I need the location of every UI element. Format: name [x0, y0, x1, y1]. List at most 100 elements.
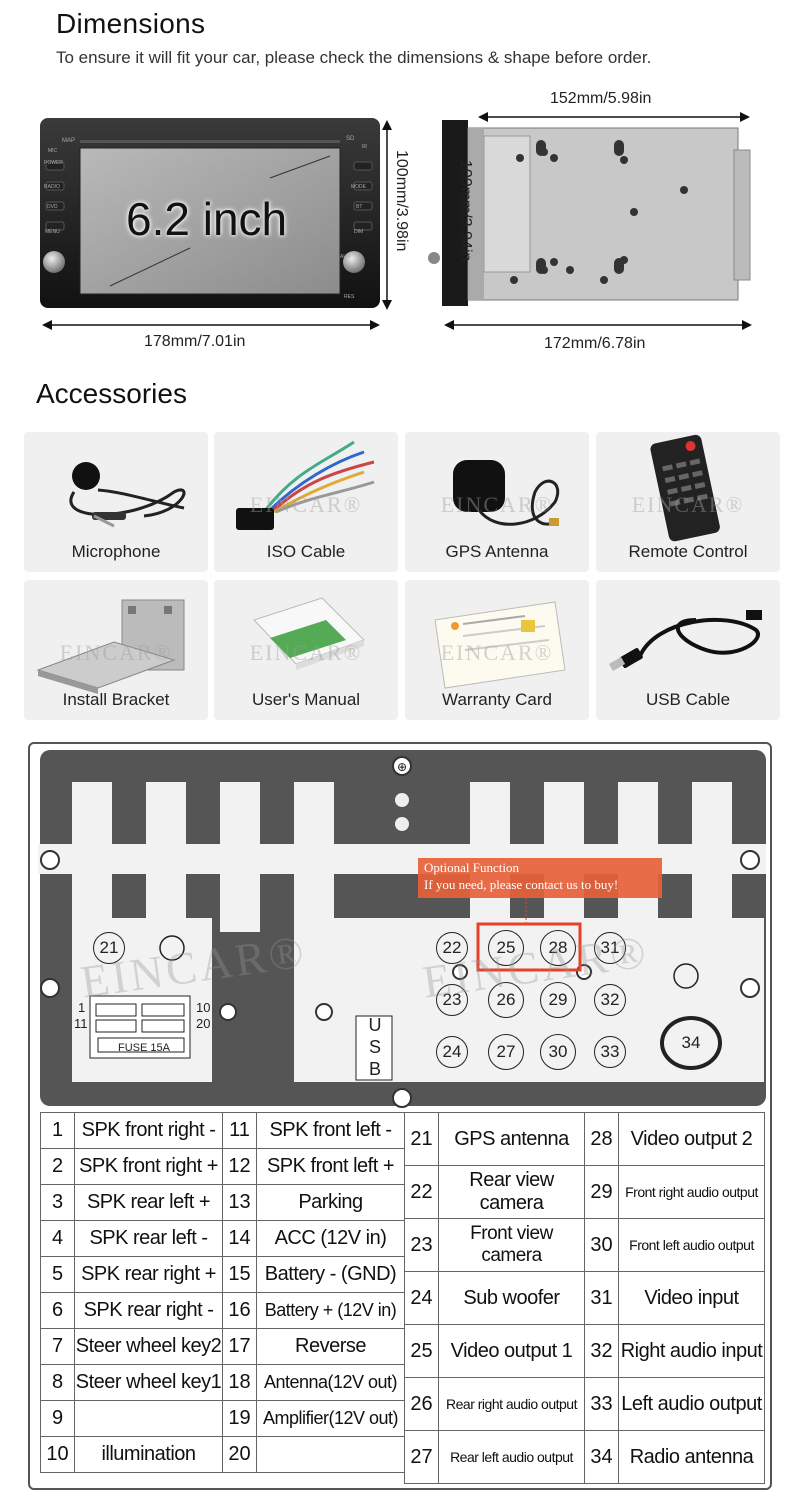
accessory-label: USB Cable	[645, 690, 731, 709]
svg-text:MODE: MODE	[351, 184, 367, 190]
accessory-label: Remote Control	[628, 542, 748, 561]
front-width-label: 178mm/7.01in	[144, 333, 246, 350]
front-height-label: 100mm/3.98in	[393, 150, 410, 252]
port-22: 22	[436, 932, 468, 964]
accessory-microphone: Microphone	[24, 432, 208, 572]
accessory-users-manual: EINCAR® User's Manual	[214, 580, 398, 720]
side-bottom-width-arrow	[444, 320, 752, 330]
port-30: 30	[540, 1034, 576, 1070]
svg-text:RES: RES	[344, 294, 355, 300]
svg-text:DIM: DIM	[354, 229, 363, 235]
front-width-arrow	[42, 320, 380, 330]
front-view-illustration: MAP MIC POWER RADIO DVD MENU SD IR MODE …	[40, 118, 380, 308]
accessory-label: Microphone	[71, 542, 161, 561]
btn-label-map: MAP	[62, 138, 75, 144]
dimensions-subtitle: To ensure it will fit your car, please c…	[56, 48, 652, 67]
accessory-remote-control: EINCAR® Remote Control	[596, 432, 780, 572]
rear-panel-drawing: ⊕	[38, 756, 766, 1108]
iso-cable-icon	[236, 440, 375, 530]
connector-pin-20: 20	[196, 1016, 211, 1031]
connector-pin-11: 11	[74, 1016, 88, 1031]
accessory-warranty-card: EINCAR® Warranty Card	[405, 580, 589, 720]
screen-size-label: 6.2 inch	[126, 193, 288, 245]
watermark: EINCAR®	[249, 492, 363, 517]
port-23: 23	[436, 984, 468, 1016]
watermark: EINCAR®	[631, 492, 745, 517]
svg-text:BT: BT	[356, 204, 362, 210]
port-33: 33	[594, 1036, 626, 1068]
fuse-label: FUSE 15A	[118, 1042, 170, 1054]
accessory-label: ISO Cable	[266, 542, 346, 561]
svg-text:IR: IR	[362, 144, 367, 150]
accessories-title: Accessories	[36, 378, 187, 409]
accessory-gps-antenna: EINCAR® GPS Antenna	[405, 432, 589, 572]
connector-pin-1: 1	[78, 1000, 86, 1015]
accessory-iso-cable: EINCAR® ISO Cable	[214, 432, 398, 572]
side-top-width-label: 152mm/5.98in	[550, 90, 652, 107]
accessory-label: Install Bracket	[62, 690, 170, 709]
watermark: EINCAR®	[440, 492, 554, 517]
side-view-illustration	[428, 120, 751, 306]
remote-control-icon	[650, 434, 720, 542]
warranty-card-icon	[434, 601, 566, 689]
svg-text:POWER: POWER	[44, 160, 63, 166]
accessory-usb-cable: USB Cable	[596, 580, 780, 720]
svg-text:⊕: ⊕	[397, 760, 407, 774]
port-28: 28	[540, 930, 576, 966]
gps-antenna-icon	[453, 460, 560, 526]
install-bracket-icon	[36, 599, 185, 694]
svg-text:DVD: DVD	[47, 204, 58, 210]
port-25: 25	[488, 930, 524, 966]
optional-function-title: Optional Function	[424, 860, 519, 875]
usb-cable-icon	[608, 610, 762, 671]
side-top-width-arrow	[478, 112, 750, 122]
port-31: 31	[594, 932, 626, 964]
accessory-install-bracket: EINCAR® Install Bracket	[24, 580, 208, 720]
side-bottom-width-label: 172mm/6.78in	[544, 335, 646, 352]
svg-text:AUX: AUX	[340, 254, 351, 260]
port-21: 21	[93, 932, 125, 964]
port-32: 32	[594, 984, 626, 1016]
port-26: 26	[488, 982, 524, 1018]
front-height-arrow	[382, 120, 392, 310]
svg-text:SD: SD	[346, 136, 355, 142]
accessory-label: Warranty Card	[442, 690, 552, 709]
watermark: EINCAR®	[59, 640, 173, 665]
connector-pin-10: 10	[196, 1000, 211, 1015]
port-34: 34	[660, 1016, 722, 1070]
microphone-icon	[69, 462, 186, 528]
watermark: EINCAR®	[249, 640, 363, 665]
port-29: 29	[540, 982, 576, 1018]
dimensions-title: Dimensions	[56, 8, 206, 39]
svg-text:RADIO: RADIO	[44, 184, 60, 190]
port-24: 24	[436, 1036, 468, 1068]
manual-icon	[253, 597, 365, 670]
svg-text:MIC: MIC	[48, 148, 58, 154]
svg-text:MENU: MENU	[45, 229, 60, 235]
port-27: 27	[488, 1034, 524, 1070]
accessory-label: GPS Antenna	[445, 542, 549, 561]
accessory-label: User's Manual	[251, 690, 361, 709]
side-height-label: 100mm/3.94in	[457, 160, 474, 262]
optional-function-note: If you need, please contact us to buy!	[424, 877, 619, 892]
